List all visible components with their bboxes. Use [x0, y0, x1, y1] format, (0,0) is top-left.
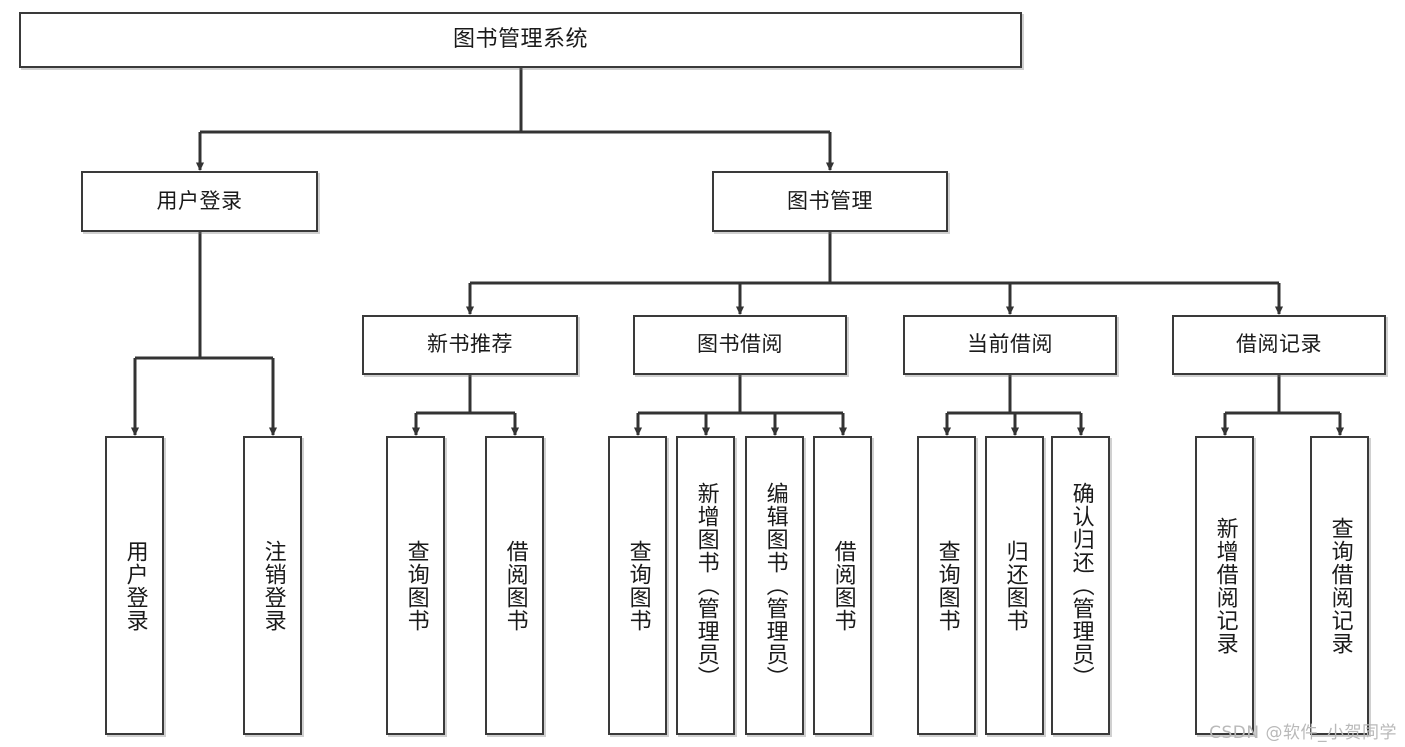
node-label: 查询借阅记录 [1327, 516, 1353, 655]
node-leaf-edit-book[interactable]: 编辑图书（管理员） [745, 436, 804, 735]
node-label: 编辑图书（管理员） [762, 482, 788, 689]
node-label: 新增借阅记录 [1212, 516, 1238, 655]
node-leaf-add-book[interactable]: 新增图书（管理员） [676, 436, 735, 735]
node-label: 确认归还（管理员） [1068, 482, 1094, 689]
node-label: 用户登录 [122, 539, 148, 632]
node-label: 借阅图书 [830, 539, 856, 632]
node-leaf-return-book[interactable]: 归还图书 [985, 436, 1044, 735]
node-label: 注销登录 [260, 539, 286, 632]
node-borrow-record[interactable]: 借阅记录 [1172, 315, 1386, 375]
node-leaf-add-borrow-record[interactable]: 新增借阅记录 [1195, 436, 1254, 735]
node-leaf-confirm-return[interactable]: 确认归还（管理员） [1051, 436, 1110, 735]
node-leaf-user-login[interactable]: 用户登录 [105, 436, 164, 735]
node-leaf-query-book-3[interactable]: 查询图书 [917, 436, 976, 735]
node-label: 新增图书（管理员） [693, 482, 719, 689]
node-label: 归还图书 [1002, 539, 1028, 632]
node-book-borrow[interactable]: 图书借阅 [633, 315, 847, 375]
node-leaf-borrow-book-1[interactable]: 借阅图书 [485, 436, 544, 735]
node-label: 用户登录 [156, 188, 243, 213]
node-label: 当前借阅 [967, 332, 1053, 357]
node-current-borrow[interactable]: 当前借阅 [903, 315, 1117, 375]
node-leaf-logout[interactable]: 注销登录 [243, 436, 302, 735]
node-label: 图书管理 [787, 188, 873, 213]
node-label: 新书推荐 [427, 332, 513, 357]
node-label: 图书借阅 [697, 332, 783, 357]
node-label: 借阅图书 [502, 539, 528, 632]
csdn-watermark: CSDN @软件_小贺同学 [1209, 723, 1397, 743]
node-leaf-query-book-1[interactable]: 查询图书 [386, 436, 445, 735]
node-label: 查询图书 [934, 539, 960, 632]
node-label: 图书管理系统 [452, 26, 588, 52]
node-label: 查询图书 [403, 539, 429, 632]
node-user-login[interactable]: 用户登录 [81, 171, 318, 232]
node-label: 借阅记录 [1236, 332, 1322, 357]
node-root[interactable]: 图书管理系统 [19, 12, 1022, 68]
node-leaf-query-book-2[interactable]: 查询图书 [608, 436, 667, 735]
node-label: 查询图书 [625, 539, 651, 632]
node-leaf-query-borrow-record[interactable]: 查询借阅记录 [1310, 436, 1369, 735]
node-new-book-recommend[interactable]: 新书推荐 [362, 315, 578, 375]
node-leaf-borrow-book-2[interactable]: 借阅图书 [813, 436, 872, 735]
node-book-management[interactable]: 图书管理 [712, 171, 948, 232]
